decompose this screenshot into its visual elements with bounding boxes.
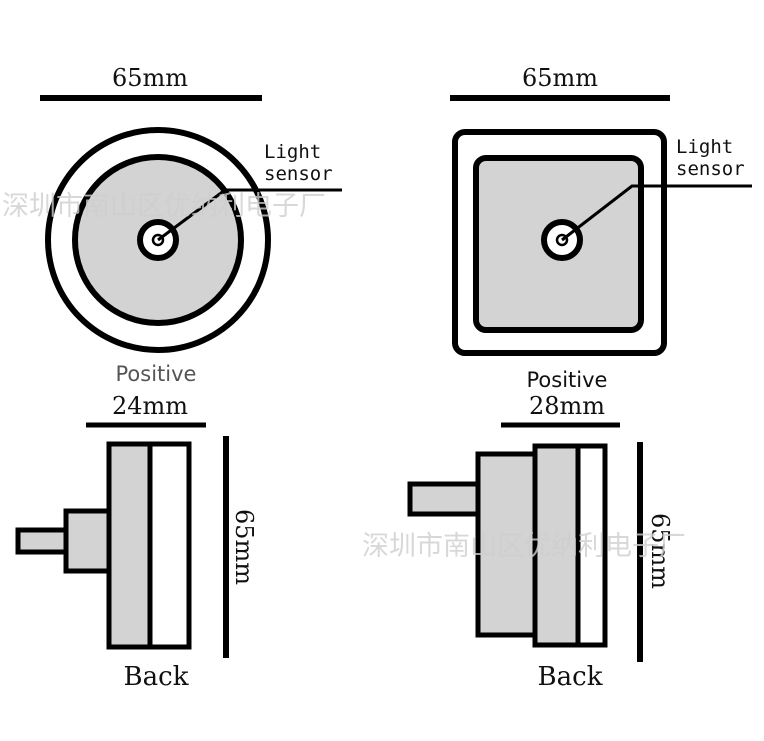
top-left-view-label: Positive [116, 362, 197, 386]
top-right-sensor-label-line1: Light [676, 136, 733, 158]
round-sensor-front-view: 65mm Light sensor Positive [40, 64, 342, 386]
bottom-left-view-label: Back [124, 662, 189, 692]
round-side-body [106, 441, 153, 650]
square-side-face [575, 443, 608, 648]
watermark-bottom: 深圳市南山区优纳利电子厂 [362, 531, 686, 562]
top-left-sensor-leader-line [157, 188, 342, 242]
top-left-sensor-label-line2: sensor [264, 163, 333, 185]
round-side-shaft [15, 527, 71, 555]
square-side-body [532, 443, 581, 648]
top-right-view-label: Positive [527, 368, 608, 392]
square-sensor-front-view: 65mm Light sensor Positive [450, 64, 752, 392]
square-side-shaft [407, 481, 481, 517]
top-right-dimension-label: 65mm [522, 64, 598, 92]
square-sensor-side-view: 28mm 65mm Back [407, 392, 674, 692]
round-side-face [147, 441, 192, 650]
bottom-right-view-label: Back [538, 662, 603, 692]
top-right-sensor-label-line2: sensor [676, 158, 745, 180]
round-side-collar [63, 508, 112, 574]
top-left-sensor-label-line1: Light [264, 141, 321, 163]
top-left-dimension-label: 65mm [112, 64, 188, 92]
bottom-left-width-label: 24mm [112, 392, 188, 420]
top-right-sensor-leader-line [561, 184, 752, 242]
bottom-left-height-label: 65mm [230, 509, 258, 585]
bottom-right-width-label: 28mm [529, 392, 605, 420]
round-sensor-side-view: 24mm 65mm Back [15, 392, 258, 692]
watermark-top: 深圳市南山区优纳利电子厂 [2, 191, 326, 222]
bottom-right-height-label: 65mm [646, 513, 674, 589]
square-side-housing [475, 451, 538, 638]
